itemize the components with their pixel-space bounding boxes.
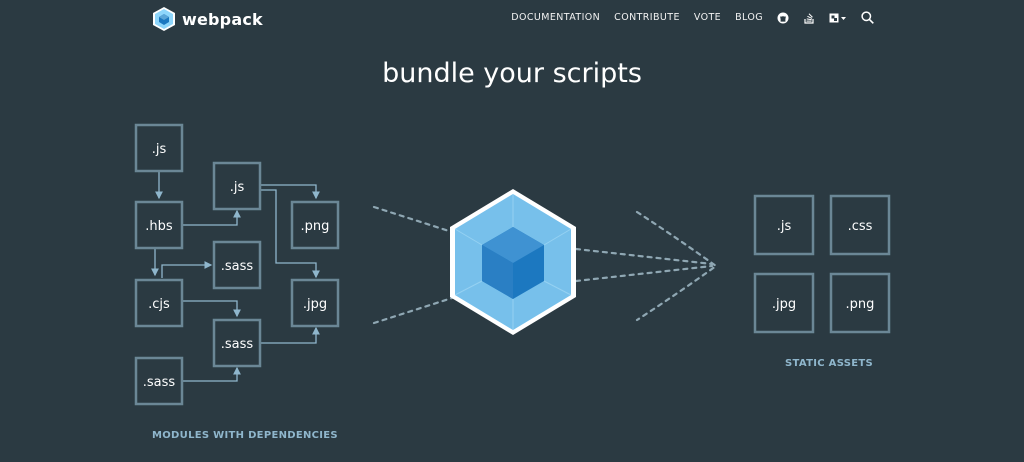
nav-link-vote[interactable]: VOTE [693,12,722,23]
static-asset-labels: .js .css .jpg .png [772,219,875,312]
brand-name: webpack [182,9,263,29]
asset-label-css: .css [848,219,873,234]
arrow-js-to-jpg [261,189,320,279]
module-label-sass-1: .sass [221,259,254,274]
webpack-cube-icon [153,7,175,31]
module-label-jpg: .jpg [303,297,327,312]
arrow-hbs-to-js [183,209,241,226]
module-label-hbs: .hbs [145,219,173,234]
module-label-js-1: .js [152,142,167,157]
hero-title: bundle your scripts [382,58,642,89]
flow-arrowhead [635,210,718,322]
asset-label-png: .png [846,297,875,312]
module-box-js-2 [212,161,262,211]
flow-in-bottom [372,296,454,325]
module-box-js-1 [134,123,184,173]
static-assets-caption: STATIC ASSETS [785,358,874,369]
module-box-hbs [134,200,184,250]
module-label-cjs: .cjs [148,297,170,312]
nav-link-contribute[interactable]: CONTRIBUTE [614,12,680,23]
static-asset-files [753,194,891,334]
module-box-jpg [290,278,340,328]
asset-box-js [753,194,815,256]
webpack-cube-icon [450,189,576,335]
main-nav: DOCUMENTATION CONTRIBUTE VOTE BLOG [497,11,874,24]
arrow-sass-bottom-to-sass-mid [183,366,241,382]
top-navigation-bar: webpack DOCUMENTATION CONTRIBUTE VOTE BL… [0,0,1024,38]
module-box-sass-3 [134,356,184,406]
module-box-png [290,200,340,250]
modules-caption: MODULES WITH DEPENDENCIES [152,430,338,441]
nav-link-blog[interactable]: BLOG [735,12,763,23]
asset-box-jpg [753,272,815,334]
flow-in-top [372,205,454,234]
asset-box-css [829,194,891,256]
module-box-sass-2 [212,318,262,368]
asset-label-jpg: .jpg [772,297,796,312]
asset-box-png [829,272,891,334]
arrow-cjs-to-sass-mid [183,300,241,318]
flow-out-top [574,247,714,266]
stack-overflow-icon[interactable] [803,12,815,24]
nav-link-documentation[interactable]: DOCUMENTATION [511,12,601,23]
module-box-cjs [134,278,184,328]
module-box-sass-1 [212,240,262,290]
arrow-js-to-png [261,184,320,200]
module-files [134,123,340,406]
github-icon[interactable] [777,12,789,24]
arrow-cjs-to-sass-top [161,261,213,278]
bundle-flow-lines [372,205,718,325]
arrow-sass-to-jpg [261,326,320,344]
language-icon[interactable] [829,12,847,24]
module-label-sass-3: .sass [143,375,176,390]
search-icon[interactable] [861,11,874,24]
module-label-js-2: .js [230,180,245,195]
flow-out-bottom [574,264,714,283]
module-label-png: .png [301,219,330,234]
asset-label-js: .js [777,219,792,234]
module-labels: .js .js .hbs .png .sass .cjs .jpg .sass … [143,142,330,390]
dependency-arrows [151,172,320,382]
module-label-sass-2: .sass [221,337,254,352]
webpack-logo[interactable]: webpack [152,6,263,32]
